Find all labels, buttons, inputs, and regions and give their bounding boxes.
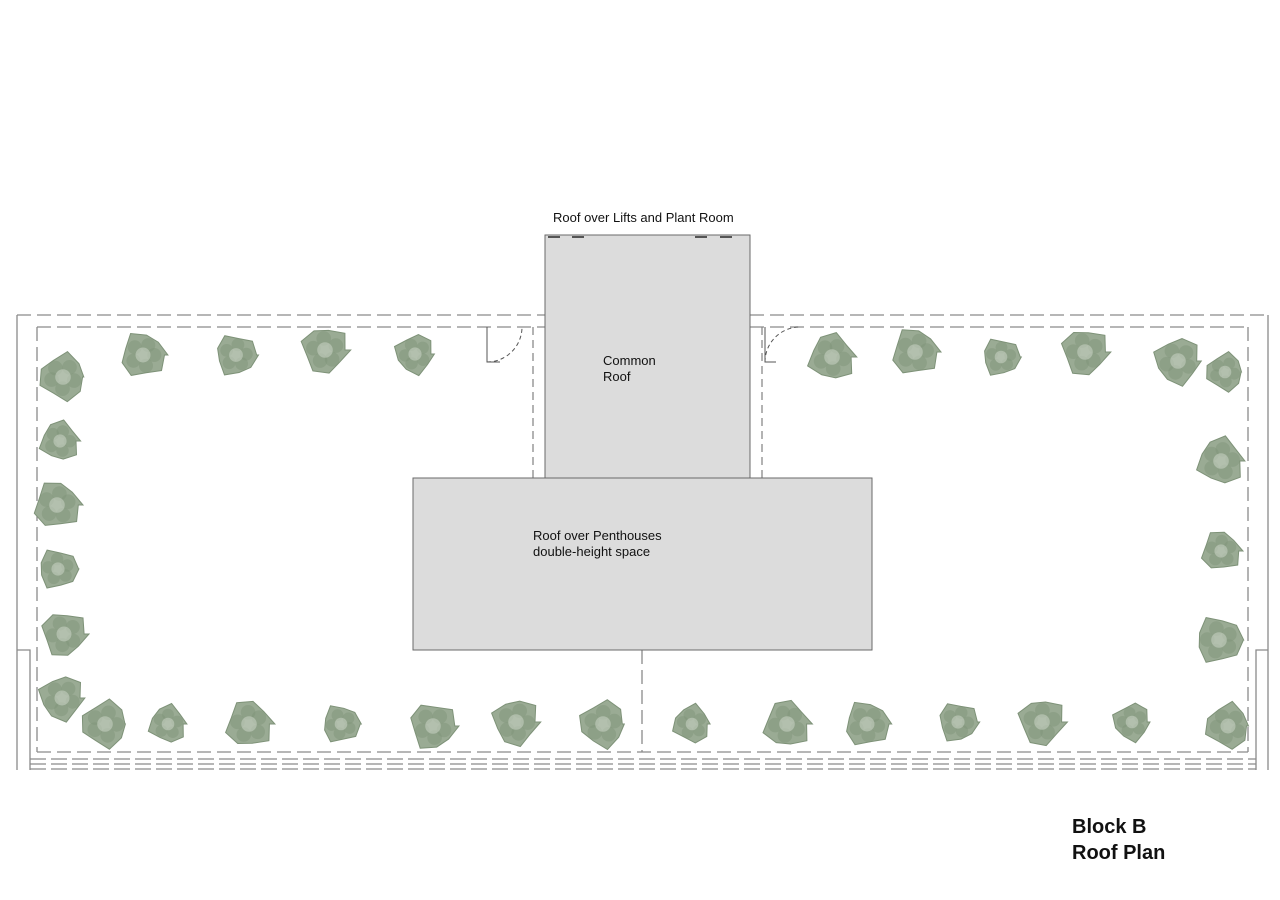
- tree-planting-icon: [81, 698, 127, 750]
- tree-planting-icon: [41, 614, 91, 656]
- tree-plantings: [33, 329, 1250, 751]
- tree-planting-icon: [217, 335, 260, 376]
- drawing-title-subtitle: Roof Plan: [1072, 842, 1166, 864]
- tree-planting-icon: [892, 329, 943, 374]
- lifts-plant-room-roof: [544, 234, 751, 479]
- tree-planting-icon: [393, 334, 436, 377]
- tree-planting-icon: [1206, 350, 1243, 393]
- common-roof-label-line1: Common: [603, 353, 656, 368]
- tree-planting-icon: [300, 329, 352, 374]
- tree-planting-icon: [40, 549, 80, 589]
- door-swing-icon: [486, 326, 801, 363]
- tree-planting-icon: [490, 700, 542, 748]
- tree-planting-icon: [984, 338, 1023, 376]
- tree-planting-icon: [1198, 617, 1245, 663]
- parapet-outline: [16, 314, 1269, 770]
- penthouse-roof-label: Roof over Penthouses double-height space: [533, 528, 662, 560]
- tree-planting-icon: [147, 702, 188, 743]
- penthouse-roof-label-line1: Roof over Penthouses: [533, 528, 662, 543]
- tree-planting-icon: [846, 701, 893, 746]
- tree-planting-icon: [225, 700, 277, 745]
- tree-planting-icon: [1153, 338, 1203, 387]
- penthouse-roof-label-line2: double-height space: [533, 544, 651, 559]
- common-roof-label-line2: Roof: [603, 369, 631, 384]
- tree-planting-icon: [410, 704, 461, 749]
- tree-planting-icon: [1060, 331, 1112, 376]
- tree-planting-icon: [121, 332, 169, 376]
- tree-planting-icon: [939, 703, 981, 742]
- tree-planting-icon: [37, 676, 86, 723]
- lifts-plant-room-label: Roof over Lifts and Plant Room: [553, 210, 734, 225]
- penthouse-roof: [412, 477, 873, 651]
- drawing-title-block-name: Block B: [1072, 816, 1147, 838]
- tree-planting-icon: [806, 332, 858, 379]
- tree-planting-icon: [33, 482, 85, 526]
- tree-planting-icon: [1195, 435, 1246, 484]
- tree-planting-icon: [1112, 702, 1151, 744]
- tree-planting-icon: [38, 419, 82, 460]
- tree-planting-icon: [39, 350, 85, 403]
- tree-planting-icon: [324, 705, 363, 743]
- tree-planting-icon: [1017, 701, 1069, 747]
- tree-planting-icon: [672, 702, 711, 744]
- tree-planting-icon: [762, 699, 814, 745]
- drawing-title-block: Block B Roof Plan: [1072, 814, 1165, 866]
- tree-planting-icon: [579, 699, 626, 751]
- tree-planting-icon: [1200, 531, 1245, 569]
- common-roof-label: Common Roof: [603, 353, 656, 385]
- tree-planting-icon: [1204, 700, 1250, 750]
